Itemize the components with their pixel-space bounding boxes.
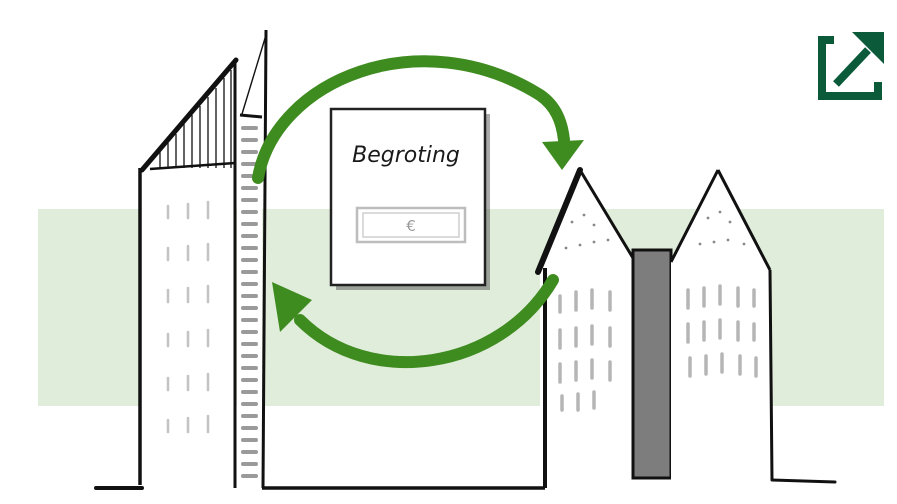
euro-sign: € [406,217,416,235]
external-link-icon[interactable] [822,32,884,96]
budget-document: Begroting € [331,109,490,290]
document-title: Begroting [352,143,460,168]
arrow-top-head [542,140,584,170]
